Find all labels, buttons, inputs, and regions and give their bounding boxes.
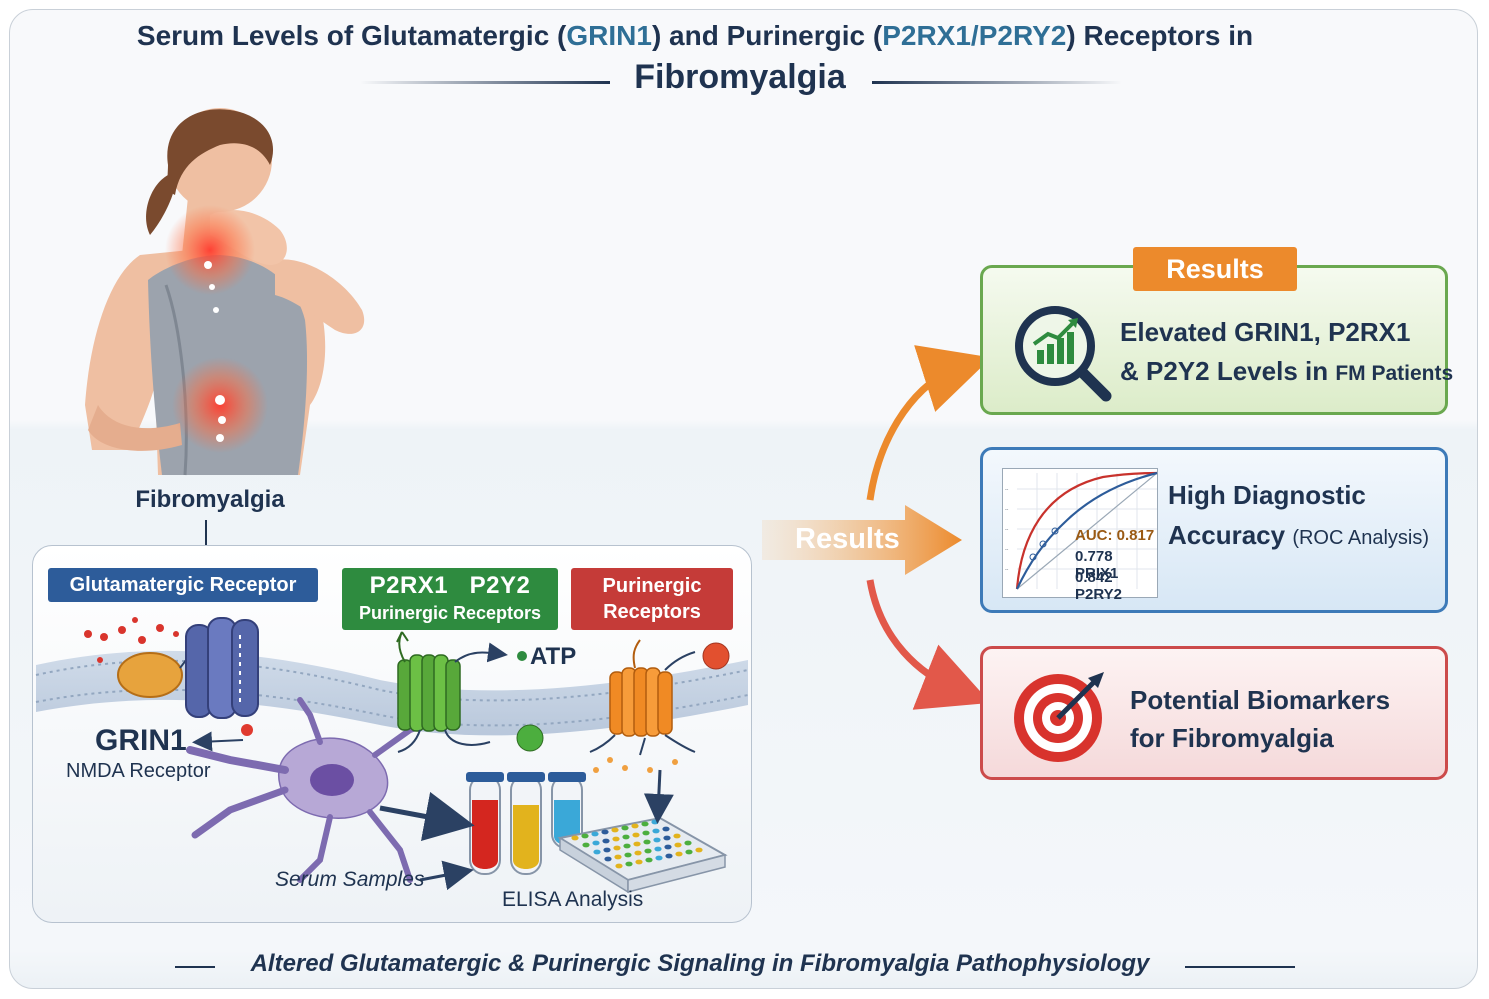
roc-curve-plot: -- -- -- -- -- <box>1005 471 1158 590</box>
patient-illustration <box>85 108 365 476</box>
purinergic-receptors-sublabel: Purinergic Receptors <box>358 603 542 623</box>
atp-label: ATP <box>530 643 577 670</box>
purinergic-header-line-2: Receptors <box>603 601 701 623</box>
auc-value-1: AUC: 0.817 <box>1075 527 1155 544</box>
title-rule-right <box>872 81 1122 84</box>
result-2-text: Accuracy <box>1168 520 1293 550</box>
title-text: ) and Purinergic ( <box>651 20 883 51</box>
result-3-line-2: for Fibromyalgia <box>1130 723 1334 753</box>
title-rule-left <box>360 81 610 84</box>
svg-text:--: -- <box>1005 527 1009 533</box>
results-badge: Results <box>1133 247 1297 291</box>
result-3-line-1: Potential Biomarkers <box>1130 685 1391 715</box>
purinergic-header-line-1: Purinergic <box>602 575 702 597</box>
footer-rule-right <box>1185 966 1295 968</box>
title-p2: P2RX1/P2RY2 <box>882 20 1067 51</box>
svg-text:--: -- <box>1005 507 1009 513</box>
serum-samples-label: Serum Samples <box>275 868 425 891</box>
title-line-2: Fibromyalgia <box>634 58 846 96</box>
glutamatergic-receptor-header: Glutamatergic Receptor <box>48 568 318 602</box>
footer-rule-left <box>175 966 215 968</box>
p2rx1-label: P2RX1 <box>369 572 449 599</box>
result-2-line-1: High Diagnostic <box>1168 480 1366 510</box>
target-icon <box>1014 672 1104 762</box>
title-line-1: Serum Levels of Glutamatergic (GRIN1) an… <box>0 20 1390 52</box>
auc-value-2: 0.778 PRIX1 <box>1075 548 1119 582</box>
result-1-line-1: Elevated GRIN1, P2RX1 <box>1120 317 1411 347</box>
title-text: ) Receptors in <box>1066 20 1254 51</box>
p2y2-label: P2Y2 <box>469 572 531 599</box>
title-grin1: GRIN1 <box>566 20 652 51</box>
result-1-text: & P2Y2 Levels in <box>1120 356 1336 386</box>
result-1-line-2: & P2Y2 Levels in FM Patients <box>1120 356 1453 387</box>
elisa-analysis-label: ELISA Analysis <box>502 888 644 911</box>
svg-text:--: -- <box>1005 487 1009 493</box>
svg-text:--: -- <box>1005 547 1009 553</box>
nmda-receptor-label: NMDA Receptor <box>66 760 211 782</box>
result-1-fm-patients: FM Patients <box>1335 362 1454 385</box>
roc-chart-thumbnail: -- -- -- -- -- AUC: 0.817 0.778 PRIX1 0.842… <box>1002 468 1158 603</box>
title-text: Serum Levels of Glutamatergic ( <box>136 20 567 51</box>
auc-value-3: 0.842 P2RY2 <box>1075 569 1122 603</box>
purinergic-receptors-header: Purinergic Receptors <box>571 568 733 630</box>
results-arrow-label: Results <box>795 523 900 555</box>
p2-receptors-header: P2RX1 P2Y2 Purinergic Receptors <box>342 568 558 630</box>
footer-caption: Altered Glutamatergic & Purinergic Signa… <box>250 950 1150 977</box>
svg-text:--: -- <box>1005 567 1009 573</box>
patient-label: Fibromyalgia <box>135 486 285 513</box>
grin1-label: GRIN1 <box>95 724 187 757</box>
connector-line <box>205 520 207 546</box>
result-2-line-2: Accuracy (ROC Analysis) <box>1168 520 1429 551</box>
result-2-roc-note: (ROC Analysis) <box>1292 527 1430 549</box>
magnifier-chart-icon <box>1015 306 1112 402</box>
